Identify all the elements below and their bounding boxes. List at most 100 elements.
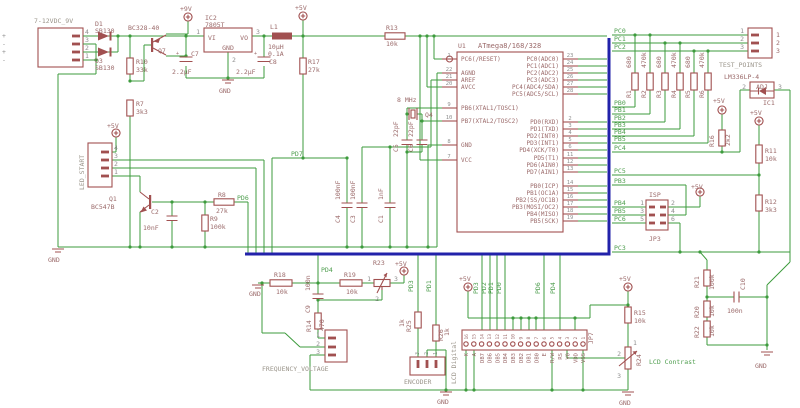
ground-symbol	[52, 248, 64, 253]
jp7-pad-11	[502, 341, 508, 347]
tp-num-2l: 2	[740, 35, 744, 43]
capacitor-plates	[416, 139, 428, 146]
connector-pad	[649, 205, 655, 209]
ground-symbol	[622, 391, 634, 396]
val-d1: SB130	[95, 27, 115, 35]
jp7-pin-num-6: 6	[542, 337, 548, 340]
u1-pin-num-24: 24	[567, 60, 574, 66]
junction-dot	[418, 34, 422, 38]
val-c7: 2.2μF	[172, 68, 192, 76]
junction-dot	[128, 245, 132, 249]
u1-pin-name: AGND	[461, 70, 476, 77]
connector-pad	[72, 50, 80, 54]
ref-r1: R1	[625, 90, 633, 98]
val-c2: 10nF	[143, 224, 159, 232]
resistor-body	[755, 194, 763, 212]
resistor-body	[213, 198, 235, 206]
ref-l1: L1	[270, 23, 278, 31]
val-r8: 27k	[216, 207, 228, 215]
c8-polarity: +	[254, 51, 257, 57]
ref-d1: D1	[95, 20, 103, 28]
ground-symbol	[222, 79, 234, 84]
capacitor-plates	[166, 215, 178, 222]
power-symbol	[717, 105, 727, 115]
connector-test-points-body	[747, 27, 773, 59]
jp7-pin-num-11: 11	[503, 334, 509, 340]
jp7-pin-num-16: 16	[464, 334, 470, 340]
junction-dot	[472, 388, 476, 392]
connector-pad	[425, 360, 429, 368]
pwr-5v-r16: +5V	[713, 97, 725, 105]
transistor-q1	[139, 191, 152, 213]
net-pb5: PB5	[614, 135, 626, 143]
jp7-pin-num-4: 4	[557, 337, 563, 340]
val-d3: SB130	[95, 64, 115, 72]
u1-pin-num-9: 9	[447, 102, 450, 108]
u1-pin-name: PC3(ADC3)	[526, 77, 559, 84]
u1-pin-num-13: 13	[567, 166, 574, 172]
connector-stubs	[83, 35, 90, 61]
val-l1-current: 0.1A	[268, 50, 284, 58]
mcu-u1-body	[456, 51, 564, 233]
junction-dot	[550, 388, 554, 392]
net-pc5: PC5	[614, 167, 626, 175]
jp3-num-1: 1	[640, 199, 644, 207]
ref-q4: Q4	[425, 111, 433, 119]
val-r1: 680	[625, 56, 633, 68]
connector-pad	[328, 353, 336, 357]
jp7-pin-num-14: 14	[479, 334, 485, 340]
val-r14: 470	[318, 319, 326, 331]
junction-dot	[425, 34, 429, 38]
jp7-pin-num-8: 8	[526, 337, 532, 340]
junction-dot	[432, 34, 436, 38]
ic1-adj: ADJ	[756, 83, 768, 91]
resistor-body	[432, 324, 440, 342]
ref-d3: D3	[95, 57, 103, 65]
vref-ic1-body	[749, 81, 775, 99]
net-pd2-lcd: PD2	[480, 282, 488, 294]
resistor-body	[718, 129, 726, 147]
resistor-body	[126, 57, 134, 75]
signal-bus	[245, 38, 611, 256]
u1-pin-name: PC6(/RESET)	[461, 56, 501, 63]
ref-c8: C8	[269, 58, 277, 66]
resistor-body	[126, 99, 134, 117]
junction-dot	[184, 34, 188, 38]
resistor-body	[676, 72, 684, 91]
jp7-pin-name-DB3: DB3	[511, 353, 517, 363]
power-pin-num-3: 3	[85, 36, 89, 44]
net-pc0: PC0	[614, 27, 626, 35]
regulator-ic2-body	[203, 27, 253, 53]
tp-num-1l: 1	[740, 27, 744, 35]
net-pc1: PC1	[614, 35, 626, 43]
ref-r19: R19	[344, 271, 356, 279]
u1-pin-name: PB2(SS/OC1B)	[516, 197, 559, 204]
net-pb4-isp: PB4	[614, 199, 626, 207]
junction-dot	[511, 316, 515, 320]
val-r17: 27k	[308, 66, 320, 74]
val-r10: 33k	[136, 66, 148, 74]
jp7-pin-name-V0: V0	[566, 353, 572, 360]
tp-num-1r: 1	[776, 31, 780, 39]
resistor-body	[201, 214, 209, 232]
ref-r18: R18	[274, 271, 286, 279]
val-c8: 2.2μF	[236, 68, 256, 76]
c7-polarity: +	[176, 51, 179, 57]
ref-r26: R26	[437, 329, 445, 341]
jp7-pin-name-RS: RS	[558, 353, 564, 360]
resistor-body	[703, 300, 711, 318]
junction-dot	[765, 295, 769, 299]
ref-r8: R8	[218, 191, 226, 199]
jp7-pad-5	[549, 341, 555, 347]
connector-led-start-body	[87, 142, 113, 188]
net-pd7: PD7	[291, 150, 303, 158]
val-c5: 22pF	[392, 121, 400, 137]
connector-pad	[660, 221, 666, 225]
jp7-pad-3	[564, 341, 571, 347]
u1-pin-name: PD1(TXD)	[530, 126, 559, 133]
ref-r11: R11	[765, 147, 777, 155]
conn-enc-name: ENCODER	[404, 378, 431, 386]
ref-r7: R7	[136, 100, 144, 108]
